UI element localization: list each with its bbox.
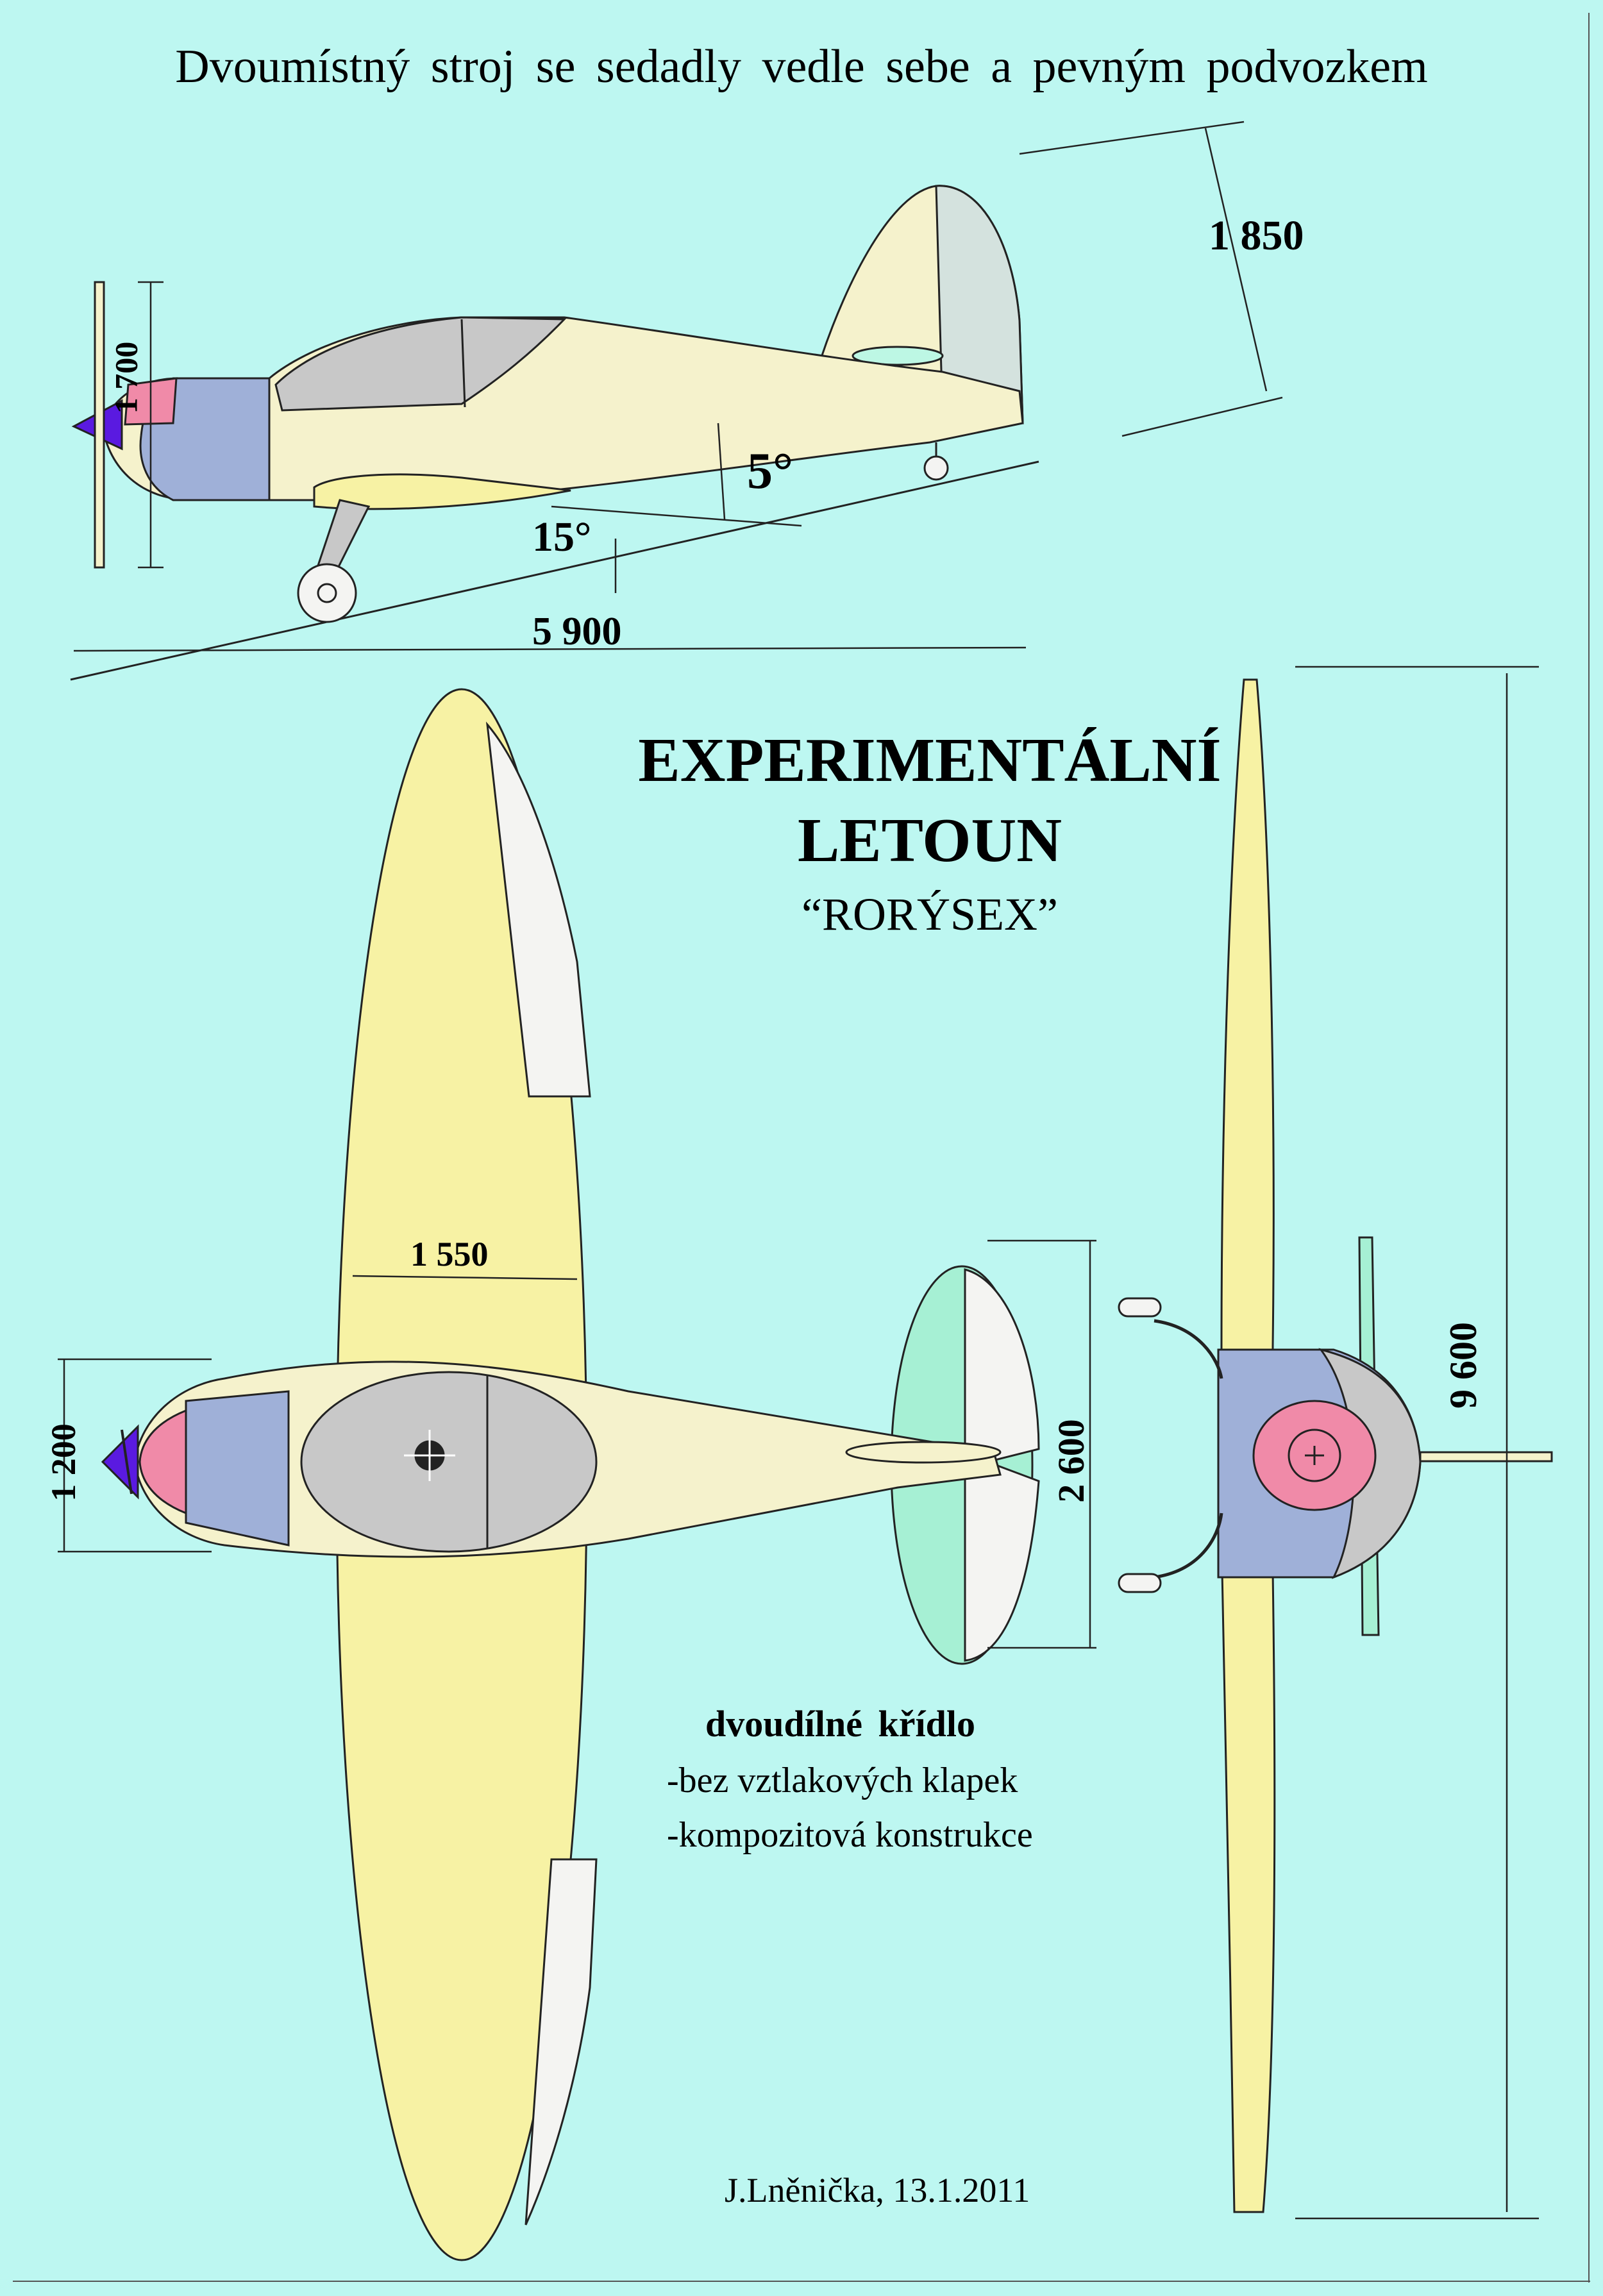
dimension-wing-chord: 1 550 — [410, 1235, 489, 1273]
canopy-side — [274, 316, 567, 412]
chord-dimension-line — [352, 1275, 578, 1280]
canopy-top — [300, 1371, 598, 1553]
stabilizer-side — [852, 346, 944, 366]
engine-cowling-top — [185, 1390, 290, 1546]
front-dimension-lines — [1295, 666, 1539, 2220]
spinner-top — [101, 1424, 139, 1500]
elevator — [964, 1268, 1040, 1662]
rudder — [935, 185, 1024, 424]
aileron-upper — [485, 721, 591, 1098]
dimension-wing-span: 9 600 — [1442, 1322, 1484, 1409]
wheel-lower — [1118, 1573, 1162, 1593]
side-view — [70, 121, 1283, 681]
ground-line — [70, 460, 1039, 681]
propeller-front — [1419, 1451, 1553, 1462]
wing-side — [313, 473, 571, 510]
side-dimension-lines — [73, 121, 1283, 652]
wheel-upper — [1118, 1297, 1162, 1318]
note-heading: dvoudílné křídlo — [705, 1703, 975, 1745]
gear-strut-upper — [1154, 1319, 1223, 1379]
dimension-length: 5 900 — [532, 610, 622, 653]
dimension-height: 1 850 — [1209, 212, 1304, 259]
cowling-front-top — [138, 1409, 187, 1515]
tail-fin-top — [845, 1441, 1002, 1464]
title-line-1: EXPERIMENTÁLNÍ — [638, 726, 1221, 795]
propeller-side — [94, 281, 105, 569]
author-signature: J.Lněnička, 13.1.2011 — [725, 2171, 1030, 2209]
gear-strut-lower — [1154, 1513, 1223, 1579]
frame-lines — [13, 13, 1590, 2283]
top-dimension-lines — [58, 1239, 1096, 1649]
note-line-1: -bez vztlakových klapek — [667, 1761, 1018, 1800]
note-line-2: -kompozitová konstrukce — [667, 1815, 1033, 1855]
page-subtitle: Dvoumístný stroj se sedadly vedle sebe a… — [175, 40, 1428, 93]
top-view — [58, 688, 1096, 2261]
dimension-tail-span: 2 600 — [1050, 1419, 1092, 1503]
dimension-fuselage-width: 1 200 — [44, 1423, 83, 1502]
front-view — [1118, 666, 1553, 2220]
dimension-angle-5: 5° — [747, 443, 793, 499]
aircraft-name: “RORÝSEX” — [802, 889, 1058, 940]
aileron-lower — [525, 1858, 598, 2225]
dimension-angle-15: 15° — [532, 514, 592, 560]
dimension-prop-height: 1 700 — [108, 341, 144, 414]
tail-wheel — [923, 455, 949, 481]
title-line-2: LETOUN — [797, 806, 1062, 875]
